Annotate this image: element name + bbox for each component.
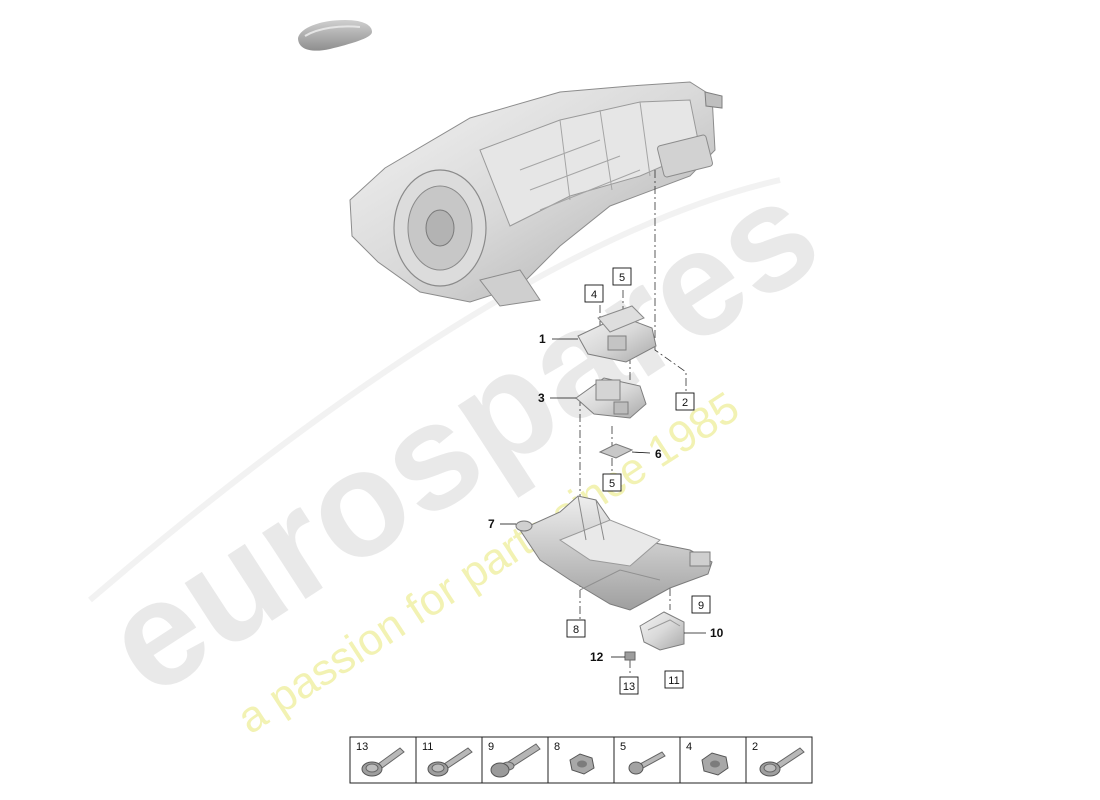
retaining-clip <box>624 651 636 661</box>
torx-bolt-icon <box>628 751 666 775</box>
callout-labels <box>500 338 706 658</box>
callout-12: 12 <box>590 650 604 664</box>
callout-3: 3 <box>538 391 545 405</box>
hex-flange-bolt-icon <box>427 747 473 777</box>
ref-box-8: 8 <box>573 624 579 636</box>
ref-box-4: 4 <box>591 289 597 301</box>
boxed-references <box>566 267 711 695</box>
strip-num-11: 11 <box>422 741 433 753</box>
hardware-strip: 13 11 9 8 5 4 2 <box>349 736 813 784</box>
hex-flange-bolt-icon <box>759 747 805 777</box>
transmission-mount-lower <box>575 377 647 419</box>
car-silhouette-icon <box>298 20 372 51</box>
ref-box-9: 9 <box>698 600 704 612</box>
shim-plate <box>598 443 634 459</box>
callout-6: 6 <box>655 447 662 461</box>
strip-num-4: 4 <box>686 741 692 753</box>
ref-box-2: 2 <box>682 397 688 409</box>
crossmember-carrier <box>515 495 713 611</box>
strip-num-9: 9 <box>488 741 494 753</box>
strip-num-5: 5 <box>620 741 626 753</box>
callout-7: 7 <box>488 517 495 531</box>
torx-shoulder-bolt-icon <box>490 743 541 778</box>
hex-nut-icon <box>569 753 595 775</box>
strip-num-8: 8 <box>554 741 560 753</box>
callout-10: 10 <box>710 626 724 640</box>
strip-num-2: 2 <box>752 741 758 753</box>
transmission-mount-upper <box>577 305 657 363</box>
support-bracket <box>639 611 685 651</box>
ref-box-11: 11 <box>668 675 679 687</box>
callout-1: 1 <box>539 332 546 346</box>
ref-box-5-upper: 5 <box>619 272 625 284</box>
ref-box-13: 13 <box>623 681 635 693</box>
strip-num-13: 13 <box>356 741 368 753</box>
ref-box-5-lower: 5 <box>609 478 615 490</box>
hex-flange-bolt-icon <box>361 747 405 777</box>
watermark-swoosh <box>88 177 781 603</box>
transmission-assembly <box>349 81 723 307</box>
hex-nut-icon <box>701 752 729 776</box>
